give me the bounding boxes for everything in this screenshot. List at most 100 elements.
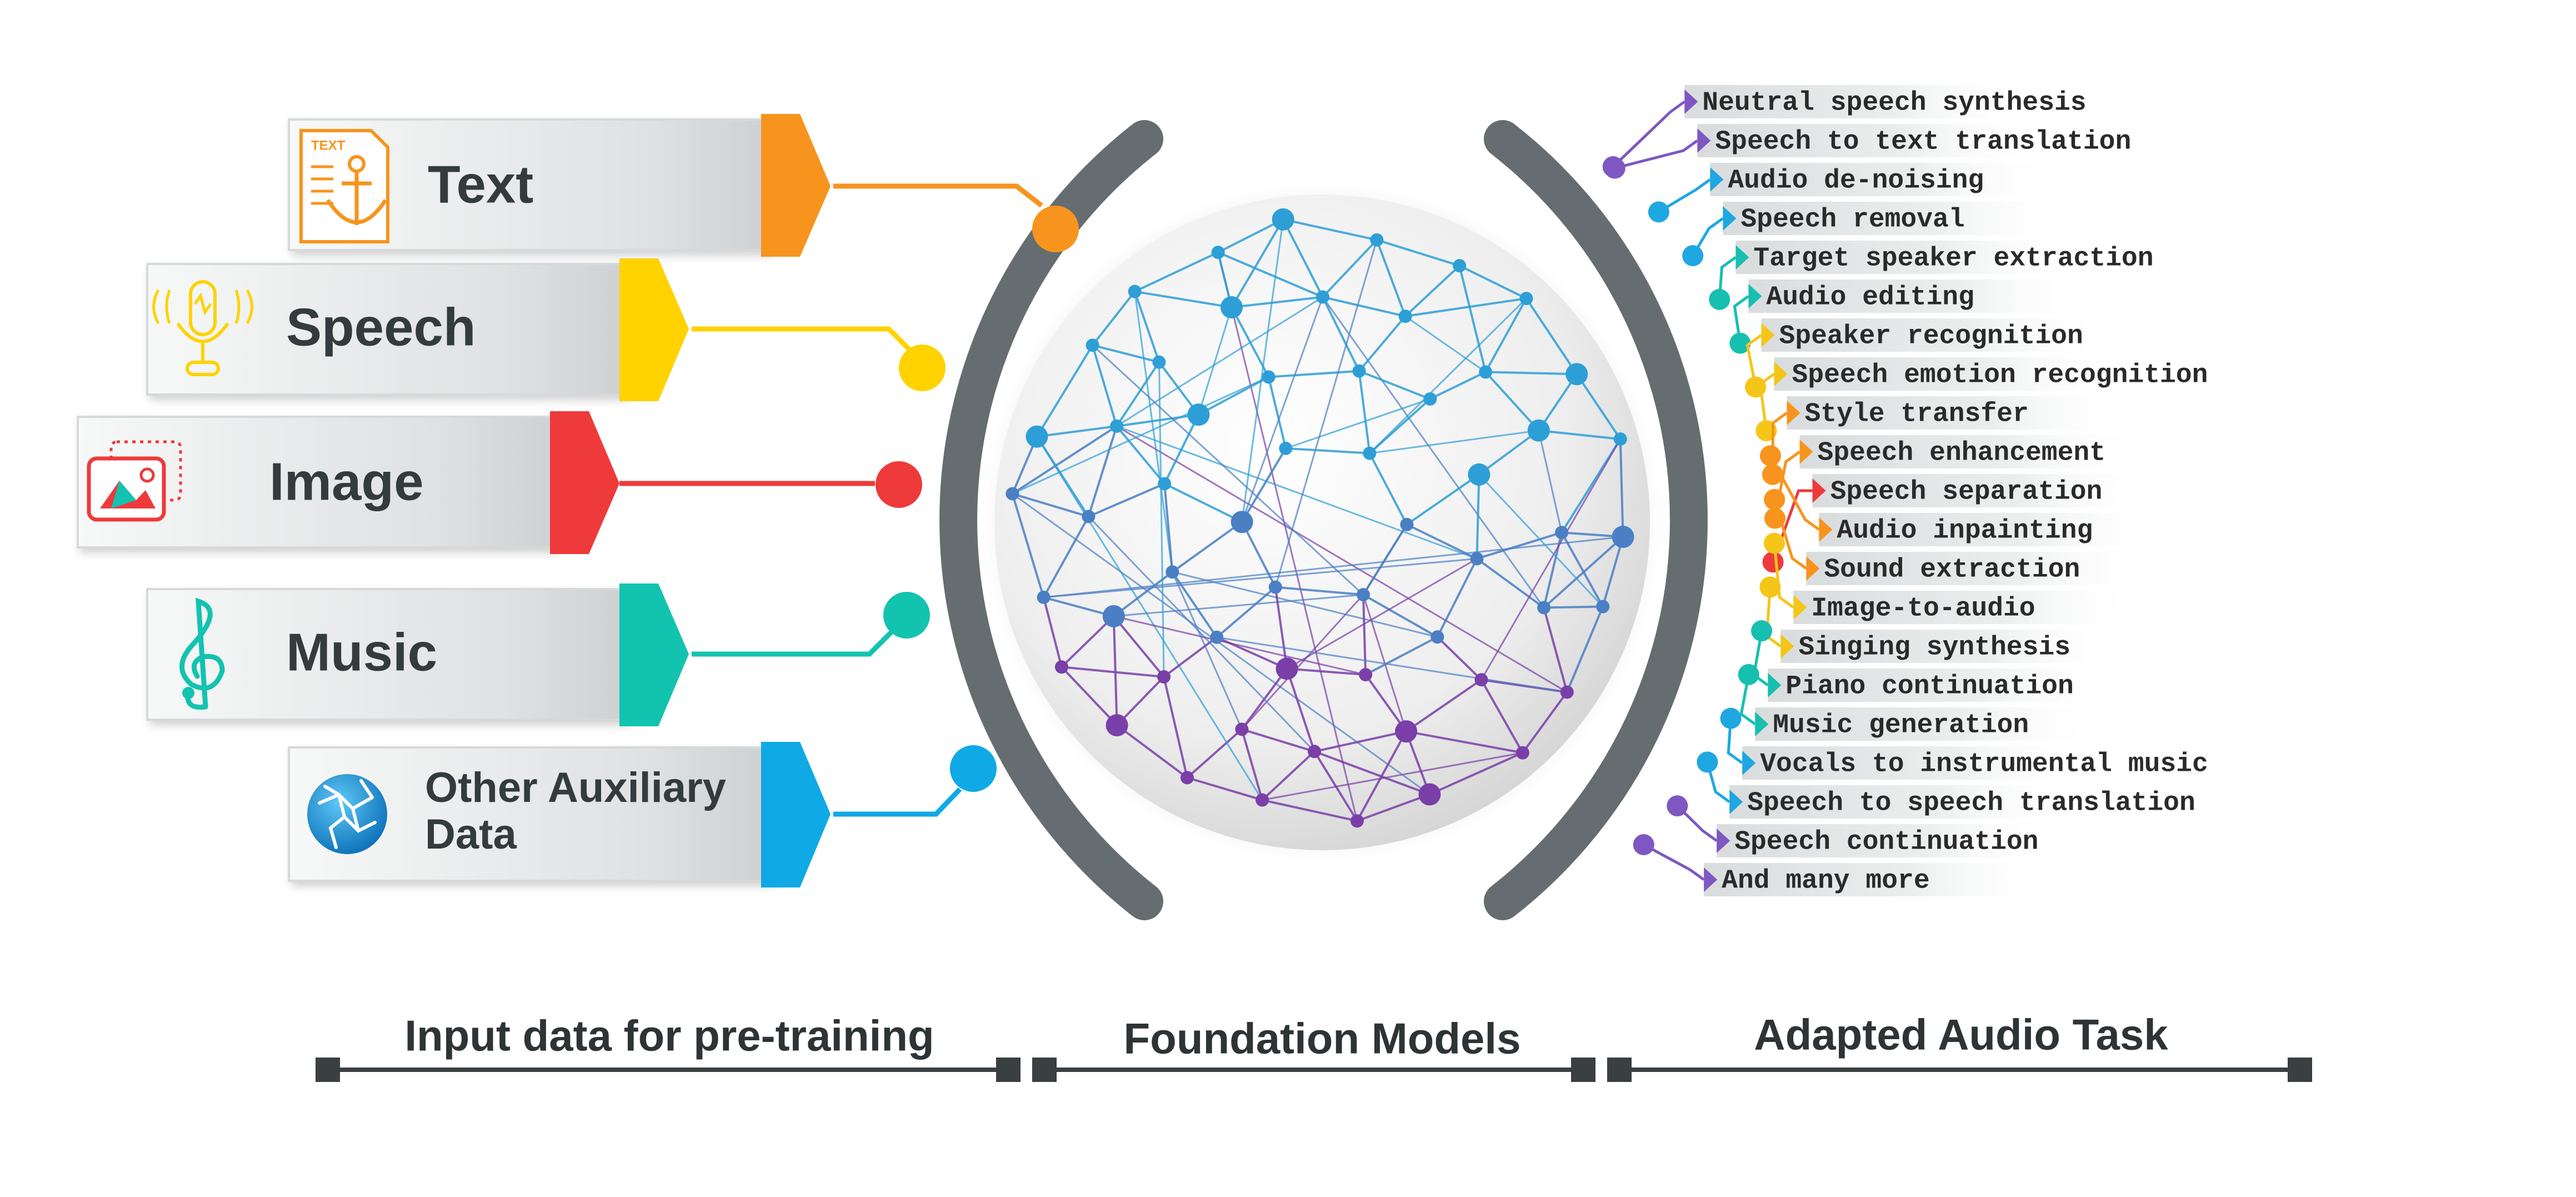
task-dot — [1729, 332, 1751, 354]
task-label: Speech enhancement — [1818, 438, 2105, 468]
input-label-line2: Data — [425, 811, 517, 858]
task-connector — [1773, 543, 1794, 609]
task-arrow — [1755, 712, 1769, 736]
task-item: Style transfer — [1762, 396, 2132, 485]
task-label: Style transfer — [1805, 400, 2029, 430]
task-item: Speech separation — [1762, 474, 2157, 573]
connector-dot — [899, 345, 946, 391]
task-dot — [1762, 551, 1784, 573]
task-arrow — [1799, 440, 1813, 464]
task-connector — [1769, 455, 1820, 531]
input-speech: Speech — [146, 258, 946, 401]
task-item: And many more — [1633, 834, 2049, 896]
task-dot — [1648, 201, 1669, 223]
task-bar — [1723, 202, 2068, 235]
task-arrow — [1787, 401, 1800, 425]
network-sphere-icon — [978, 178, 1667, 867]
task-bar — [1787, 396, 2132, 430]
task-bar — [1735, 241, 2080, 274]
task-label: Speech continuation — [1734, 827, 2038, 857]
task-item: Speech to speech translation — [1697, 751, 2195, 819]
task-bar — [1697, 124, 2042, 157]
task-dot — [1667, 795, 1688, 817]
task-connector — [1745, 333, 1762, 387]
task-label: Neutral speech synthesis — [1702, 88, 2086, 118]
task-dot — [1709, 288, 1730, 310]
task-arrow — [1710, 167, 1724, 192]
task-label: Image-to-audio — [1811, 594, 2035, 624]
task-bar — [1717, 824, 2062, 857]
task-label: Speech separation — [1830, 477, 2103, 507]
task-dot — [1738, 664, 1759, 685]
task-item: Audio editing — [1729, 280, 2093, 354]
task-label: Speech emotion recognition — [1792, 361, 2208, 391]
input-label: Music — [286, 622, 437, 682]
task-item: Vocals to instrumental music — [1720, 707, 2208, 780]
section-foundation-label: Foundation Models — [1124, 1014, 1521, 1063]
task-dot — [1697, 751, 1718, 773]
task-label: Speaker recognition — [1779, 322, 2083, 352]
task-bar — [1819, 513, 2164, 546]
task-dot — [1759, 576, 1781, 598]
task-connector — [1643, 843, 1705, 881]
connector-dot — [1032, 206, 1079, 252]
task-bar — [1812, 474, 2157, 507]
task-label: And many more — [1722, 866, 1929, 896]
task-connector — [1718, 256, 1737, 300]
task-connector — [1758, 372, 1775, 431]
text-document-anchor-icon: TEXT — [299, 129, 389, 243]
connector-dot — [876, 461, 922, 508]
task-connector — [1739, 674, 1756, 726]
task-label: Target speaker extraction — [1753, 244, 2153, 274]
input-label: Speech — [286, 297, 476, 357]
task-bar — [1761, 318, 2106, 352]
task-bar — [1755, 707, 2100, 741]
task-label: Music generation — [1773, 711, 2029, 741]
section-foundation-models: Foundation Models — [1032, 1014, 1595, 1082]
task-connector — [1658, 178, 1711, 213]
task-arrow — [1742, 751, 1756, 775]
task-arrow — [1761, 323, 1775, 347]
task-label: Audio inpainting — [1837, 516, 2093, 546]
task-connector — [1727, 718, 1743, 765]
input-label: Image — [269, 452, 423, 511]
task-item: Speech continuation — [1667, 795, 2062, 857]
task-connector — [1676, 805, 1718, 842]
task-item: Piano continuation — [1751, 620, 2113, 702]
task-connector — [1612, 100, 1685, 168]
image-icon — [87, 440, 182, 522]
task-item: Speech emotion recognition — [1755, 357, 2208, 442]
task-arrow — [1723, 206, 1737, 231]
task-dot — [1763, 532, 1785, 554]
connector-dot — [950, 745, 997, 792]
task-arrow — [1780, 634, 1794, 659]
task-item: Speaker recognition — [1745, 318, 2106, 398]
input-label: Other Auxiliary — [425, 764, 726, 811]
task-connector — [1733, 295, 1749, 343]
task-arrow — [1735, 245, 1749, 270]
task-item: Target speaker extraction — [1709, 241, 2154, 310]
svg-text:TEXT: TEXT — [311, 138, 346, 153]
task-arrow — [1768, 673, 1782, 697]
task-connector — [1692, 217, 1724, 257]
task-arrow — [1774, 362, 1788, 386]
input-tab-arrow — [619, 258, 689, 401]
task-bar — [1793, 591, 2138, 624]
task-bar — [1799, 435, 2144, 468]
task-dot — [1764, 507, 1785, 529]
task-item: Audio inpainting — [1759, 445, 2164, 546]
task-label: Speech removal — [1740, 205, 1964, 235]
task-arrow — [1806, 556, 1820, 581]
task-item: Neutral speech synthesis — [1602, 85, 2087, 177]
task-arrow — [1812, 478, 1826, 503]
task-label: Piano continuation — [1785, 672, 2073, 702]
task-bar — [1806, 552, 2151, 585]
section-input-label: Input data for pre-training — [404, 1011, 934, 1060]
input-card — [146, 588, 626, 721]
section-input-data: Input data for pre-training — [316, 1011, 1021, 1082]
task-item: Audio de-noising — [1648, 163, 2055, 223]
task-bar — [1780, 630, 2125, 663]
section-adapted-label: Adapted Audio Task — [1754, 1010, 2168, 1059]
